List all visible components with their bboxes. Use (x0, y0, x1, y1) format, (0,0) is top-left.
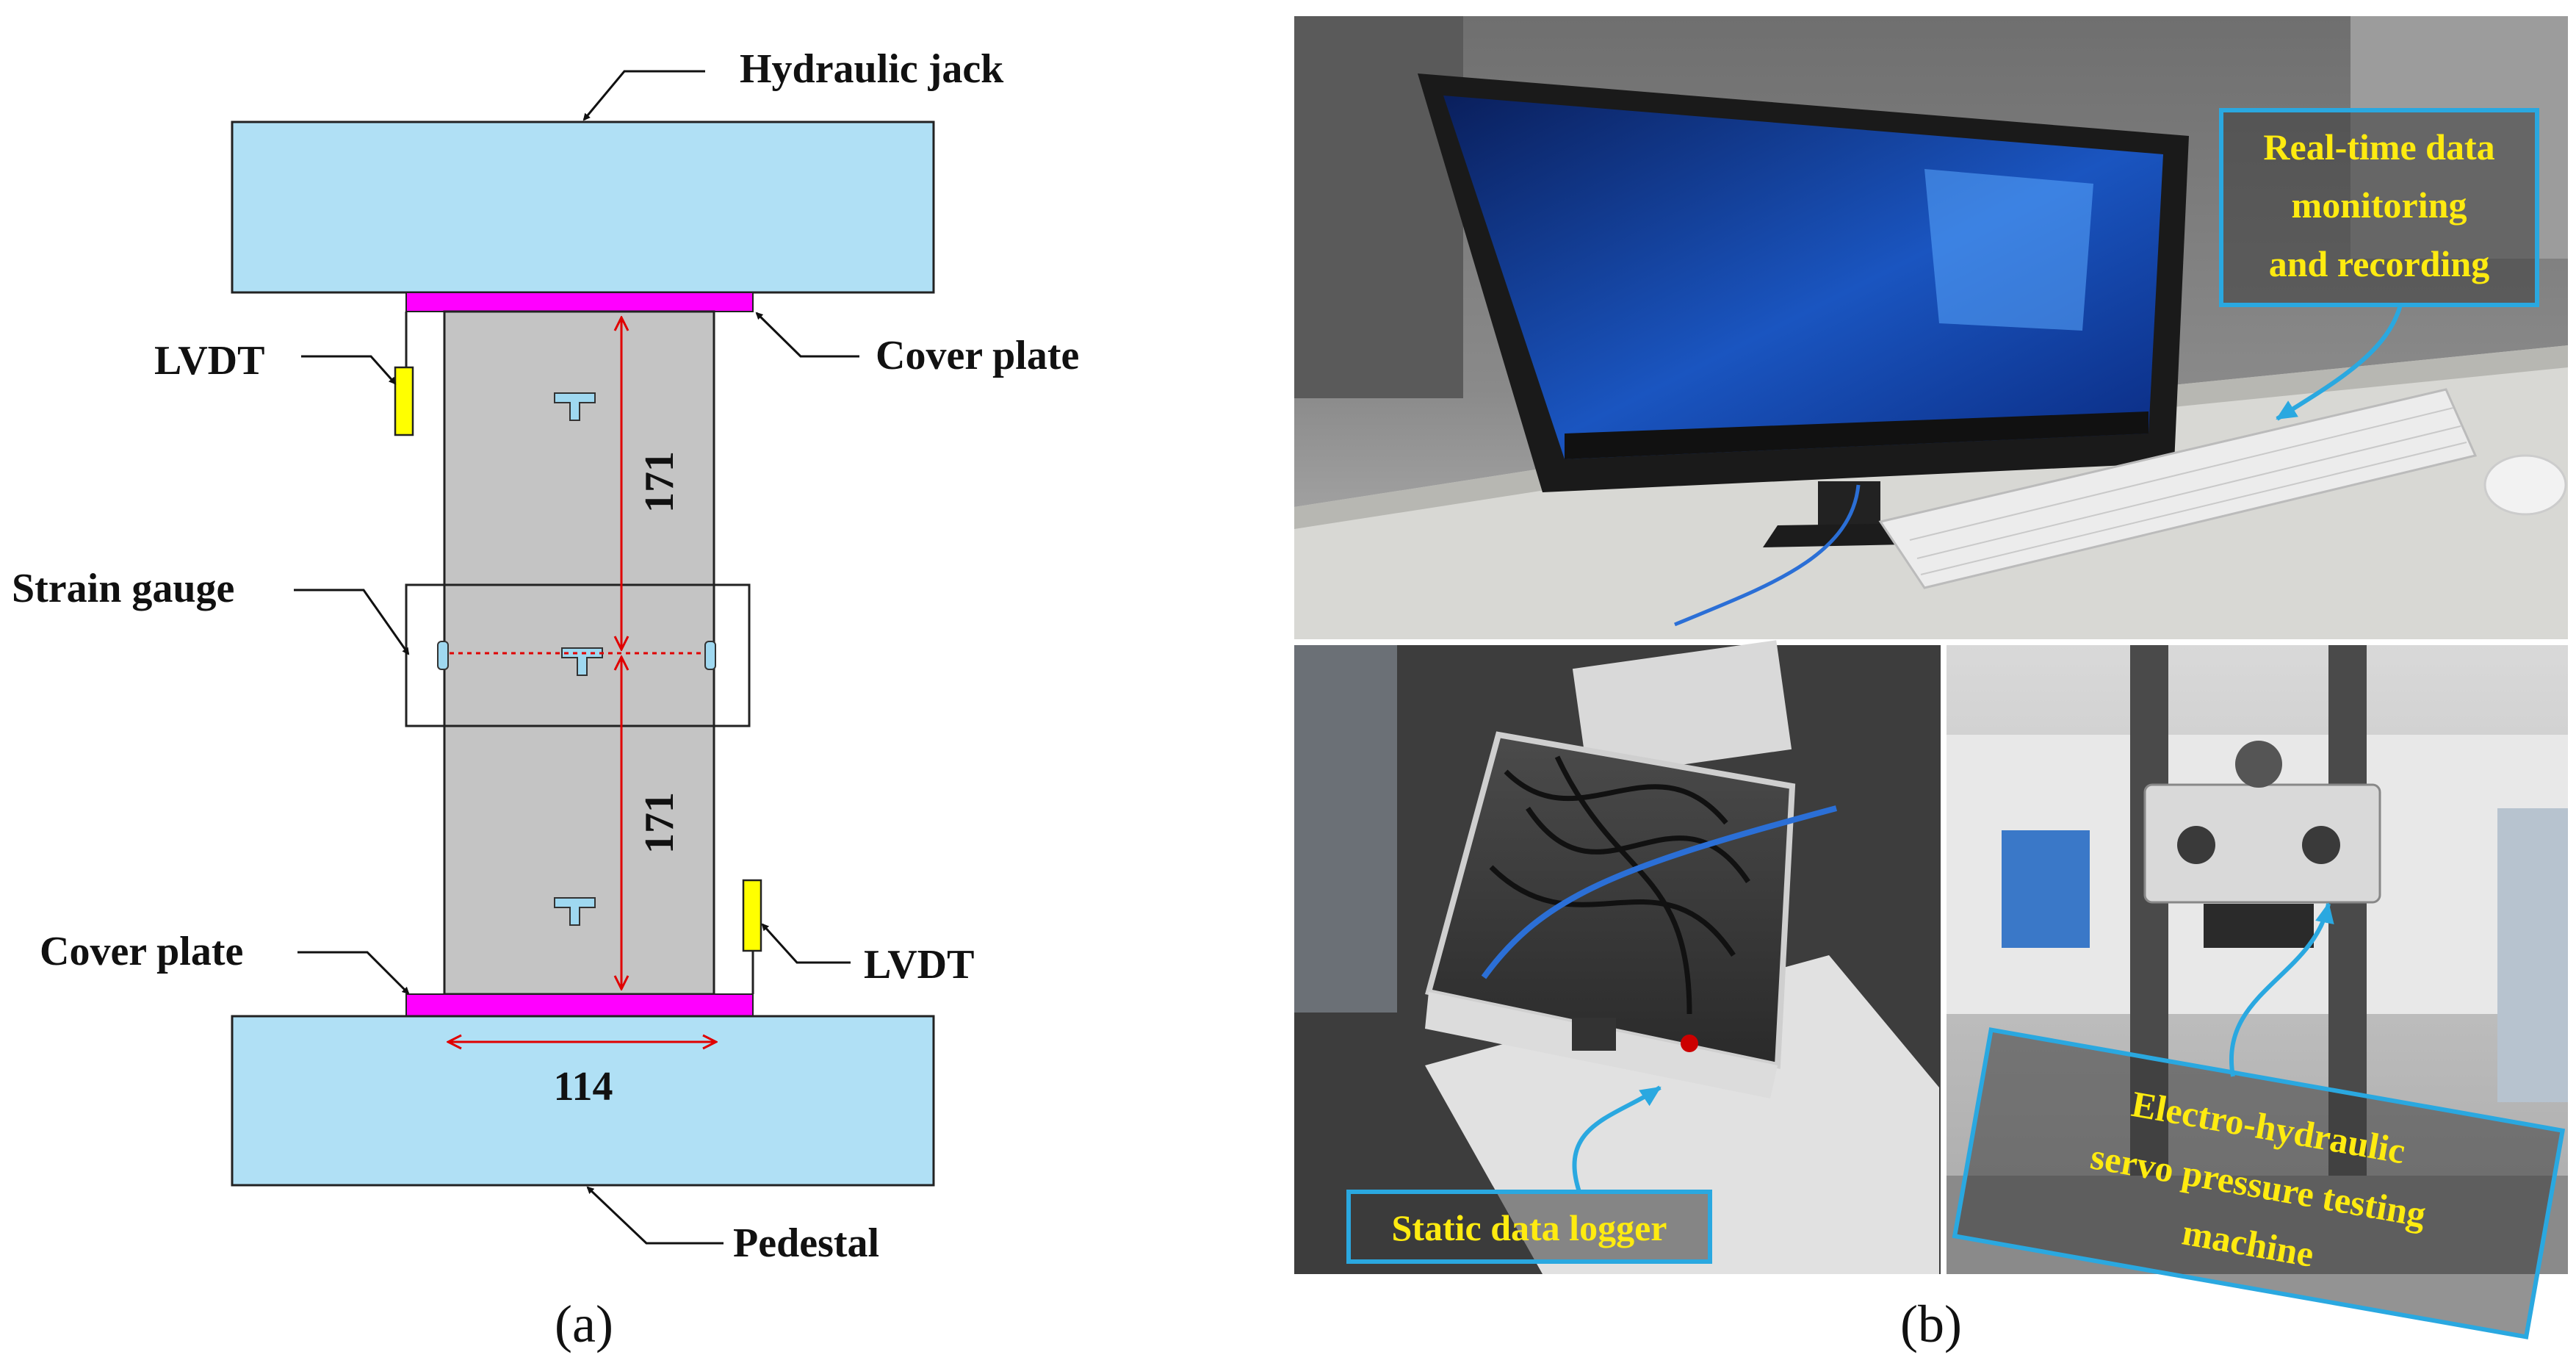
callout-hydraulic-jack: Hydraulic jack (740, 46, 1004, 92)
arrow-to-machine (2229, 902, 2334, 1077)
callout-lvdt-left: LVDT (154, 338, 264, 384)
arrow-to-logger (1572, 1085, 1662, 1193)
leader-hydraulic-jack (582, 70, 705, 121)
lvdt-right-sensor (742, 879, 762, 952)
label-box-realtime (2219, 108, 2539, 307)
leader-strain-gauge (294, 589, 410, 655)
dimension-width-text: 114 (554, 1064, 613, 1110)
strain-gauge-t-middle (561, 647, 603, 676)
leader-cover-plate-top (755, 312, 859, 358)
label-realtime-line3: and recording (2269, 243, 2490, 284)
panel-a-label: (a) (555, 1295, 613, 1353)
logger-device (1425, 731, 1796, 1069)
strain-gauge-side-right (704, 641, 716, 670)
label-box-logger (1346, 1190, 1712, 1264)
leader-lvdt-right (761, 923, 851, 964)
callout-strain-gauge: Strain gauge (12, 566, 234, 611)
photo-computer-workstation: Real-time data monitoring and recording (1294, 16, 2568, 639)
label-realtime-line1: Real-time data (2263, 126, 2494, 168)
strain-gauge-t-top (554, 392, 596, 421)
strain-gauge-region-box (405, 583, 751, 727)
label-logger: Static data logger (1392, 1207, 1667, 1248)
callout-cover-plate-top: Cover plate (876, 333, 1079, 378)
panel-a-schematic: 171 171 114 Hydraulic jack Cover plate L… (12, 46, 1079, 1353)
callout-lvdt-right: LVDT (864, 942, 974, 988)
leader-pedestal (586, 1186, 724, 1245)
dimension-lower-text: 171 (637, 792, 682, 854)
lvdt-left-sensor (394, 366, 414, 436)
leader-lvdt-left (301, 355, 397, 385)
mouse (2483, 454, 2567, 516)
strain-gauge-side-left (437, 641, 449, 670)
photo-testing-machine: Electro-hydraulic servo pressure testing… (1947, 645, 2568, 1339)
arrow-to-keyboard (2276, 304, 2403, 421)
label-realtime-line2: monitoring (2292, 184, 2467, 226)
hydraulic-jack-platen (231, 121, 935, 294)
label-box-machine (1952, 1027, 2566, 1339)
callout-cover-plate-bottom: Cover plate (40, 929, 243, 974)
panel-b-photos: Real-time data monitoring and recording (1294, 16, 2568, 1353)
cover-plate-top (405, 292, 754, 312)
callout-pedestal: Pedestal (733, 1220, 879, 1266)
cover-plate-bottom (405, 993, 754, 1017)
dimension-upper-text: 171 (637, 451, 682, 513)
photo-static-data-logger: Static data logger (1294, 640, 1941, 1274)
strain-gauge-t-bottom (554, 897, 596, 926)
panel-b-label: (b) (1900, 1295, 1962, 1353)
leader-cover-plate-bottom (297, 951, 410, 995)
